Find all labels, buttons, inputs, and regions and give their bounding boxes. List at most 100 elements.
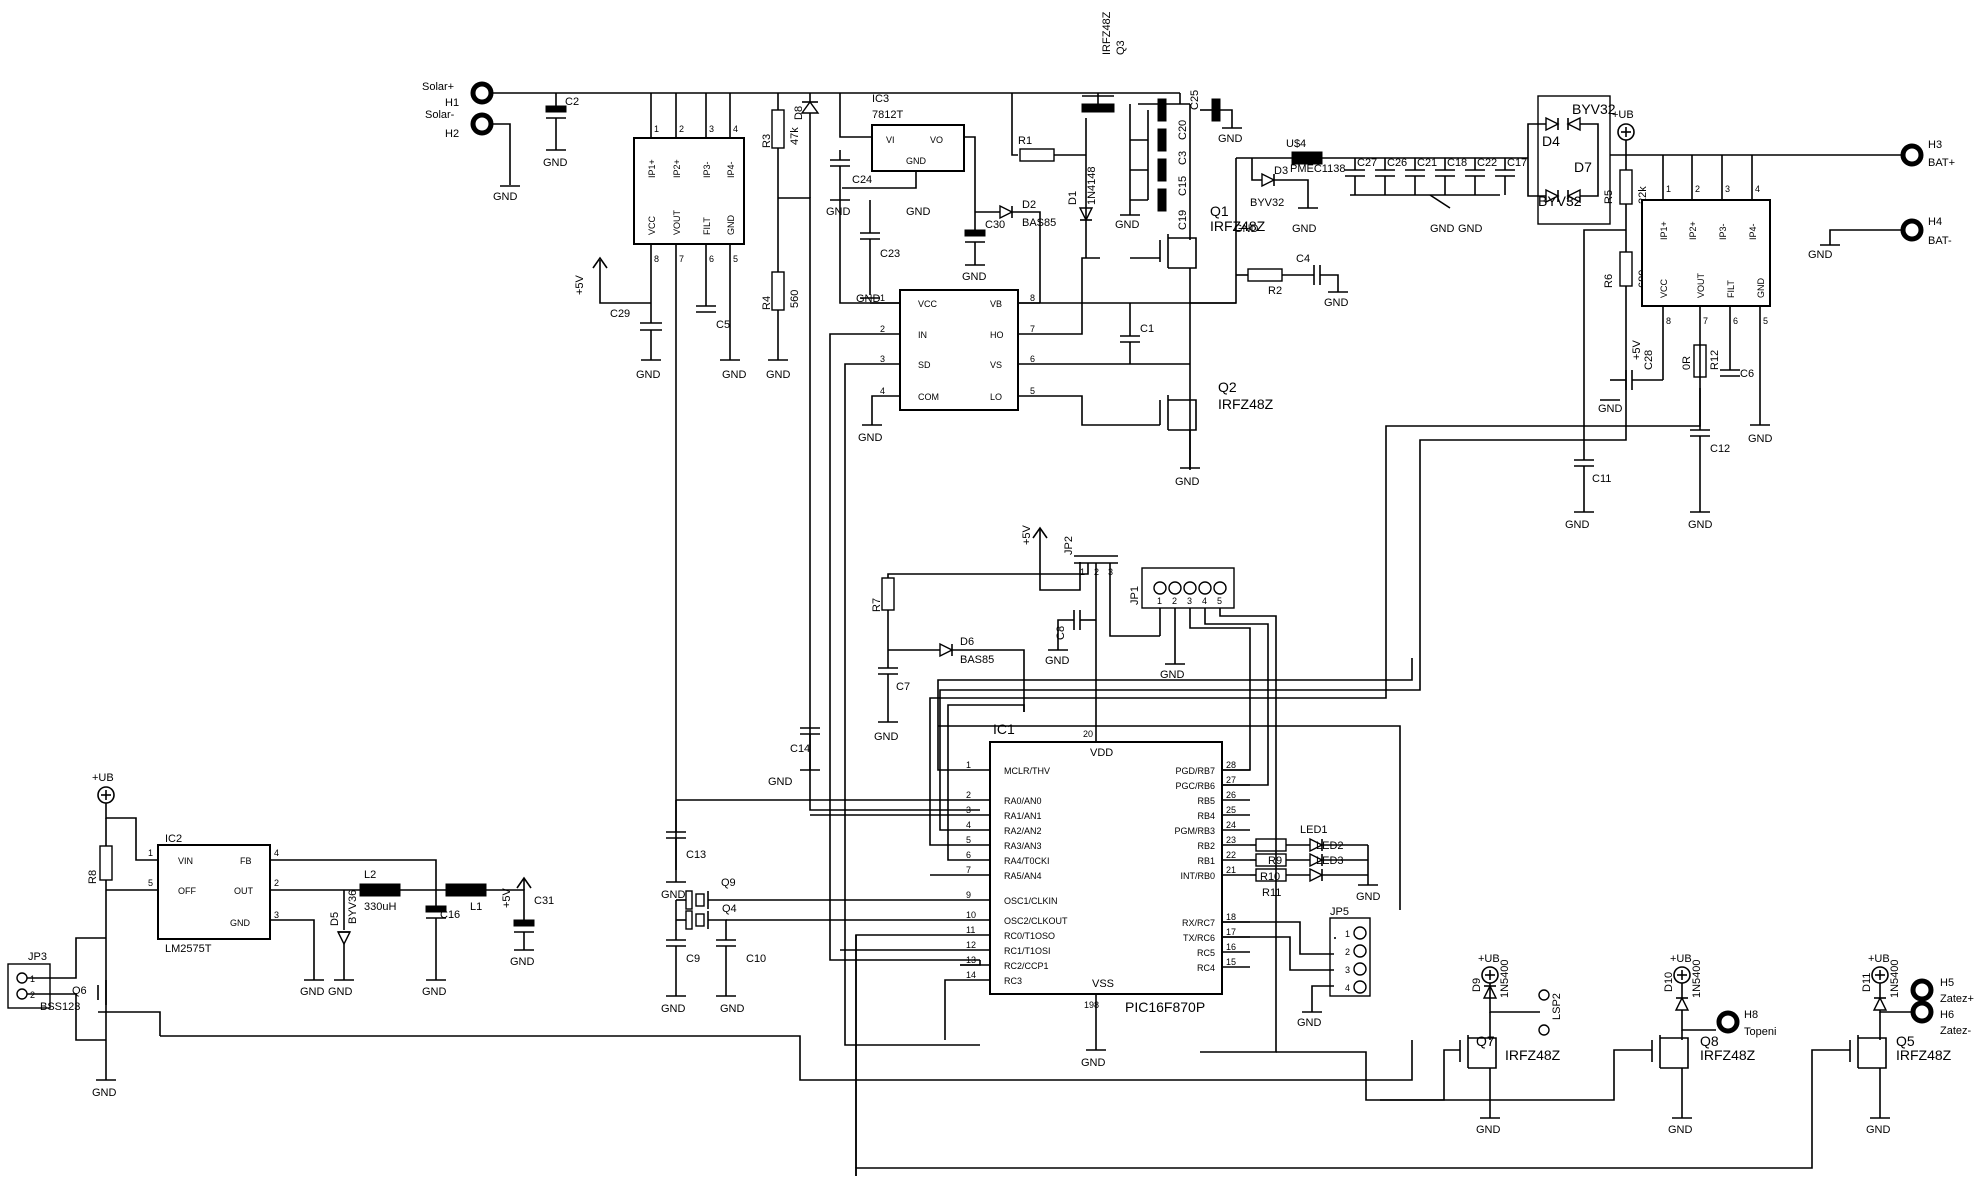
gnd-label: GND: [1160, 669, 1185, 681]
jp1-pin-number: 3: [1187, 596, 1192, 606]
ic1-pin-number: 17: [1226, 927, 1236, 937]
c15-label: C15: [1177, 176, 1189, 196]
ic1-pin-label: RC0/T1OSO: [1004, 931, 1055, 941]
ic1-pin-number: 28: [1226, 760, 1236, 770]
cs2-pin-number: 5: [1763, 316, 1768, 326]
ic1-value: PIC16F870P: [1125, 999, 1205, 1015]
ic1-vss: VSS: [1092, 978, 1114, 990]
ic1-pin-label: RB2: [1197, 841, 1215, 851]
ic1-pin-number: 9: [966, 890, 971, 900]
cs1-pin-number: 1: [654, 124, 659, 134]
gnd-label: GND: [874, 731, 899, 743]
gnd-label: GND: [543, 157, 568, 169]
ic1-pin-number: 3: [966, 805, 971, 815]
gnd-label: GND: [1688, 519, 1713, 531]
h3-label: H3: [1928, 139, 1942, 151]
jp2-pin-1: 1: [1080, 567, 1085, 577]
cs2-pin-label: IP1+: [1659, 221, 1669, 240]
capacitor-label: C21: [1417, 157, 1437, 169]
driver-pin-number: 6: [1030, 354, 1035, 364]
ic1-pin-label: RB5: [1197, 796, 1215, 806]
c2-label: C2: [565, 96, 579, 108]
indicator-leds: LED1 LED2 LED3 R9 R10 R11 GND: [1250, 824, 1381, 903]
ic2-num-1: 1: [148, 848, 153, 858]
ic1-pin-number: 15: [1226, 957, 1236, 967]
r3-label: R3: [761, 134, 773, 148]
bat-minus-label: BAT-: [1928, 235, 1952, 247]
gnd-label: GND: [766, 369, 791, 381]
solar-input-section: Solar+ H1 Solar- H2 GND C2 GND: [422, 81, 1180, 203]
cs2-pin-label: VOUT: [1696, 272, 1706, 298]
driver-pin-number: 7: [1030, 324, 1035, 334]
bat-plus-label: BAT+: [1928, 157, 1955, 169]
jp1-pin: [1168, 581, 1182, 595]
solar-minus-terminal: [470, 112, 494, 136]
ic1-pin-label: RB4: [1197, 811, 1215, 821]
capacitor-label: C22: [1477, 157, 1497, 169]
topeni-label: Topeni: [1744, 1026, 1776, 1038]
c1-label: C1: [1140, 323, 1154, 335]
ic3-pin-vo: VO: [930, 135, 943, 145]
cs1-pin-number: 5: [733, 254, 738, 264]
driver-pin-label: VCC: [918, 299, 938, 309]
r3-value: 47k: [789, 127, 801, 145]
q6-value: BSS123: [40, 1001, 80, 1013]
gnd-label: GND: [328, 986, 353, 998]
d2-label: D2: [1022, 199, 1036, 211]
ic1-pin-number: 10: [966, 910, 976, 920]
ic1-pin-number: 16: [1226, 942, 1236, 952]
gnd-label: GND: [92, 1087, 117, 1099]
gnd-label: GND: [858, 432, 883, 444]
jp3-pin-1: 1: [30, 974, 35, 984]
ub-label: +UB: [92, 772, 114, 784]
led-icon: [1309, 837, 1324, 853]
ic3-name: IC3: [872, 93, 889, 105]
driver-pin-label: COM: [918, 392, 939, 402]
c14-label: C14: [790, 743, 810, 755]
cs1-pin-label: IP4-: [726, 161, 736, 178]
cs1-pin-label: IP2+: [672, 159, 682, 178]
q2-value: IRFZ48Z: [1218, 396, 1274, 412]
ic1-pin-label: OSC1/CLKIN: [1004, 896, 1058, 906]
ic2-value: LM2575T: [165, 943, 212, 955]
high-side-switch: R1 D1 1N4148 IRFZ48Z Q3: [1011, 11, 1127, 258]
c31-label: C31: [534, 895, 554, 907]
q3-value: IRFZ48Z: [1101, 11, 1113, 55]
ic1-name: IC1: [993, 721, 1015, 737]
gnd-label: GND: [1430, 223, 1455, 235]
d8-label: D8: [793, 106, 805, 120]
gnd-label: GND: [1808, 249, 1833, 261]
q1-q2-mosfets: IRFZ48Z Q1 R2 C4 GND Q2 IRFZ48Z GND: [1130, 203, 1349, 488]
gnd-label: GND: [422, 986, 447, 998]
ic3-value: 7812T: [872, 109, 903, 121]
cs2-pin-number: 3: [1725, 184, 1730, 194]
r9-label: R9: [1268, 855, 1282, 867]
ic1-pin-number: 21: [1226, 865, 1236, 875]
gnd-label: GND: [1565, 519, 1590, 531]
ic2-pin-gnd: GND: [230, 918, 251, 928]
c3-label: C3: [1177, 151, 1189, 165]
r10-label: R10: [1260, 871, 1280, 883]
jp5-label: JP5: [1330, 906, 1349, 918]
q2-label: Q2: [1218, 379, 1237, 395]
c4-label: C4: [1296, 253, 1310, 265]
cs1-pin-number: 4: [733, 124, 738, 134]
gnd-label: GND: [856, 293, 881, 305]
driver-pin-label: LO: [990, 392, 1002, 402]
ic1-pin-label: RC4: [1197, 963, 1215, 973]
ic3-pin-gnd: GND: [906, 156, 927, 166]
q3-label: Q3: [1115, 40, 1127, 55]
h8-label: H8: [1744, 1009, 1758, 1021]
ic1-pin-number: 6: [966, 850, 971, 860]
ic1-pin-label: OSC2/CLKOUT: [1004, 916, 1068, 926]
gnd-label: GND: [661, 889, 686, 901]
gnd-label: GND: [1081, 1057, 1106, 1069]
cs2-pin-label: IP2+: [1688, 221, 1698, 240]
cs2-pin-number: 8: [1666, 316, 1671, 326]
gnd-label: GND: [1668, 1124, 1693, 1136]
ic1-pin-number: 2: [966, 790, 971, 800]
ic3-pin-vi: VI: [886, 135, 895, 145]
q8-value: IRFZ48Z: [1700, 1047, 1756, 1063]
